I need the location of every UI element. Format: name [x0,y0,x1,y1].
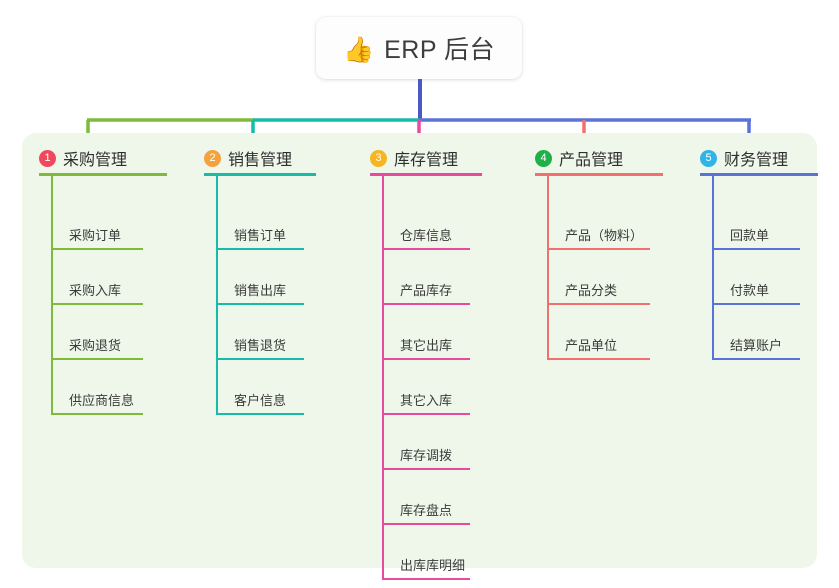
leaf-item[interactable]: 库存盘点 [382,470,490,525]
column-badge-3: 3 [370,149,387,167]
leaf-rule [712,248,800,250]
leaf-item[interactable]: 其它出库 [382,305,490,360]
column-badge-1: 1 [39,149,56,167]
column-rule-1 [39,173,167,176]
leaf-item[interactable]: 采购入库 [51,250,163,305]
leaf-item[interactable]: 产品（物料） [547,195,670,250]
leaf-label: 销售订单 [234,228,287,243]
leaf-label: 供应商信息 [69,393,135,408]
leaf-item[interactable]: 仓库信息 [382,195,490,250]
leaf-item[interactable]: 销售退货 [216,305,324,360]
leaf-rule [216,303,304,305]
column-rule-3 [370,173,482,176]
leaf-rule [216,358,304,360]
diagram-panel: 1 采购管理采购订单采购入库采购退货供应商信息 2 销售管理销售订单销售出库销售退货客… [22,133,820,580]
leaf-rule [382,358,470,360]
leaf-label: 产品库存 [400,283,453,298]
column-title-4: 产品管理 [559,152,624,169]
column-title-2: 销售管理 [228,152,293,169]
leaf-label: 产品分类 [565,283,618,298]
leaf-label: 结算账户 [730,338,783,353]
leaf-rule [382,413,470,415]
column-header-3[interactable]: 3 库存管理 [370,146,458,170]
leaf-rule [547,248,650,250]
leaf-rule [712,358,800,360]
leaf-label: 产品单位 [565,338,618,353]
column-badge-5: 5 [700,149,717,167]
column-title-5: 财务管理 [724,152,789,169]
leaf-item[interactable]: 采购订单 [51,195,163,250]
column-rule-4 [535,173,663,176]
column-badge-4: 4 [535,149,552,167]
leaf-rule [382,578,470,580]
leaf-label: 回款单 [730,228,770,243]
column-spine-4 [547,176,549,360]
leaf-rule [547,303,650,305]
column-rule-5 [700,173,818,176]
leaf-label: 其它出库 [400,338,453,353]
leaf-rule [51,413,143,415]
thumbs-up-icon: 👍 [342,34,375,64]
leaf-rule [547,358,650,360]
leaf-rule [382,248,470,250]
leaf-rule [51,303,143,305]
column-title-1: 采购管理 [63,152,128,169]
column-title-3: 库存管理 [394,152,459,169]
leaf-item[interactable]: 产品单位 [547,305,670,360]
leaf-item[interactable]: 回款单 [712,195,820,250]
leaf-item[interactable]: 客户信息 [216,360,324,415]
leaf-item[interactable]: 供应商信息 [51,360,163,415]
leaf-label: 采购入库 [69,283,122,298]
leaf-label: 库存调拨 [400,448,453,463]
leaf-rule [216,413,304,415]
leaf-item[interactable]: 付款单 [712,250,820,305]
leaf-label: 销售退货 [234,338,287,353]
leaf-item[interactable]: 出库库明细 [382,525,490,580]
leaf-rule [51,248,143,250]
leaf-item[interactable]: 其它入库 [382,360,490,415]
leaf-label: 采购退货 [69,338,122,353]
leaf-label: 付款单 [730,283,770,298]
column-spine-1 [51,176,53,415]
column-rule-2 [204,173,316,176]
column-spine-5 [712,176,714,360]
leaf-label: 其它入库 [400,393,453,408]
column-spine-2 [216,176,218,415]
leaf-label: 客户信息 [234,393,287,408]
leaf-label: 库存盘点 [400,503,453,518]
leaf-item[interactable]: 产品库存 [382,250,490,305]
leaf-rule [51,358,143,360]
leaf-label: 仓库信息 [400,228,453,243]
leaf-item[interactable]: 销售订单 [216,195,324,250]
leaf-rule [216,248,304,250]
column-header-4[interactable]: 4 产品管理 [535,146,623,170]
leaf-rule [382,303,470,305]
column-header-5[interactable]: 5 财务管理 [700,146,788,170]
leaf-item[interactable]: 库存调拨 [382,415,490,470]
leaf-rule [382,468,470,470]
leaf-label: 销售出库 [234,283,287,298]
column-header-2[interactable]: 2 销售管理 [204,146,292,170]
leaf-item[interactable]: 产品分类 [547,250,670,305]
leaf-rule [712,303,800,305]
root-title: ERP 后台 [384,36,496,64]
leaf-label: 产品（物料） [565,228,644,243]
root-node[interactable]: 👍 ERP 后台 [316,17,522,79]
leaf-rule [382,523,470,525]
leaf-item[interactable]: 销售出库 [216,250,324,305]
leaf-label: 采购订单 [69,228,122,243]
leaf-item[interactable]: 结算账户 [712,305,820,360]
leaf-item[interactable]: 采购退货 [51,305,163,360]
column-header-1[interactable]: 1 采购管理 [39,146,127,170]
leaf-label: 出库库明细 [400,558,466,573]
column-spine-3 [382,176,384,580]
column-badge-2: 2 [204,149,221,167]
